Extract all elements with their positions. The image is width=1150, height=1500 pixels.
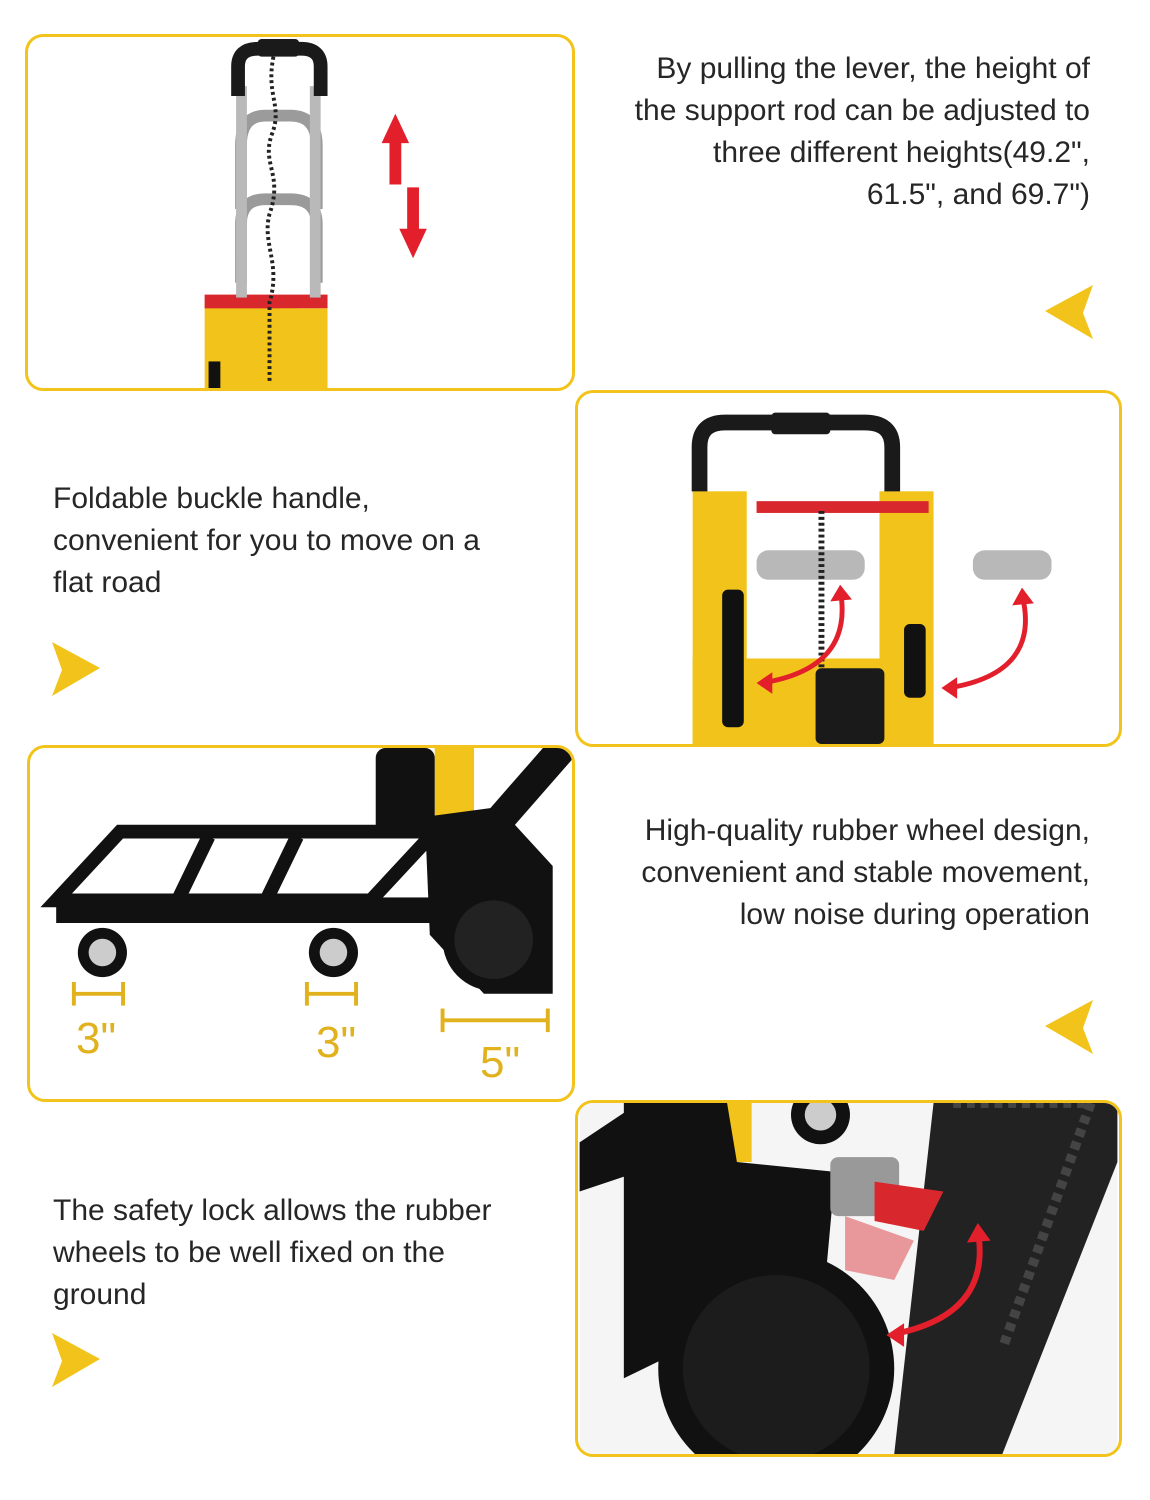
height-adjust-photo-panel	[25, 34, 575, 391]
wheel-base-illustration	[40, 748, 572, 1033]
foldable-handle-photo-panel	[575, 390, 1122, 747]
pointer-triangle-icon	[1045, 1000, 1093, 1054]
feature-lock-text: The safety lock allows the rubber wheels…	[53, 1194, 492, 1311]
feature-height-text: By pulling the lever, the height of the …	[634, 52, 1090, 211]
telescopic-handle-illustration	[204, 38, 427, 388]
safety-lock-photo-panel	[575, 1100, 1122, 1457]
pointer-triangle-icon	[52, 1333, 100, 1387]
front-wheel-size-label: 3"	[76, 1014, 117, 1063]
double-arrow-icon	[381, 113, 427, 259]
rear-wheel-size-label: 5"	[480, 1038, 521, 1087]
safety-lock-illustration	[579, 1103, 1118, 1454]
pointer-triangle-icon	[1045, 285, 1093, 339]
feature-wheel-text: High-quality rubber wheel design, conven…	[641, 814, 1090, 931]
foldable-handle-illustration	[691, 412, 1052, 744]
wheel-size-photo-panel: 3" 3" 5"	[27, 745, 575, 1102]
pointer-triangle-icon	[52, 642, 100, 696]
middle-wheel-size-label: 3"	[316, 1018, 357, 1067]
feature-handle-text: Foldable buckle handle, convenient for y…	[53, 482, 480, 599]
